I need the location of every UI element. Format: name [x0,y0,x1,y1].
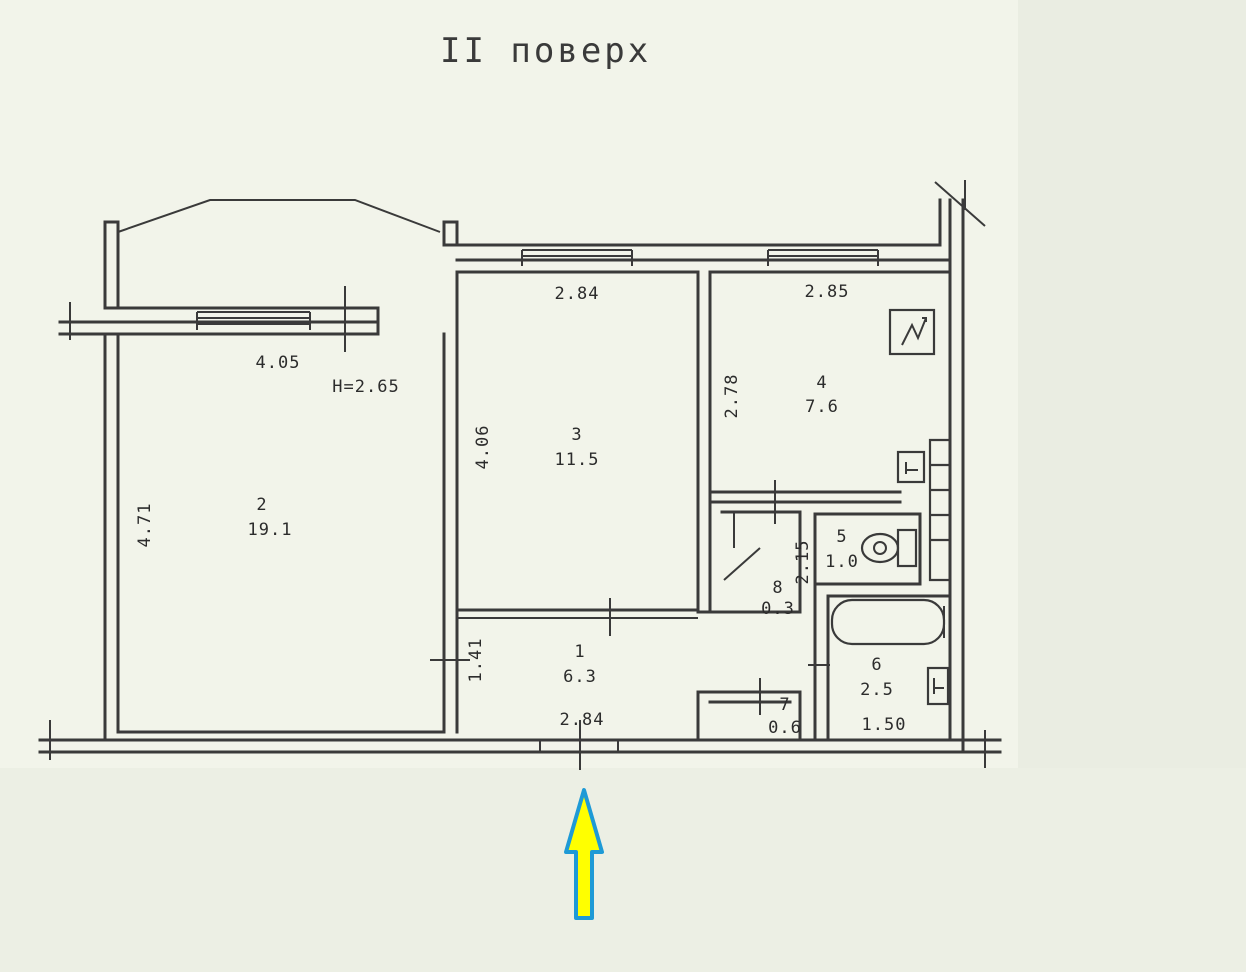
bathtub-icon [830,598,946,646]
room-labels: 2 19.1 3 11.5 4 7.6 5 1.0 8 0.3 1 6.3 6 … [248,373,894,738]
dimension-labels: 4.05 H=2.65 4.71 2.84 4.06 2.85 2.78 2.1… [135,282,907,735]
room-8-area: 0.3 [761,599,795,619]
room-2-depth: 4.71 [135,503,155,548]
room-4-width: 2.85 [805,282,850,302]
room-3-number: 3 [571,425,582,445]
room-1-width: 2.84 [560,710,605,730]
room-4-number: 4 [816,373,827,393]
room-2-number: 2 [256,495,267,515]
ceiling-height: H=2.65 [332,377,399,397]
entrance-arrow-icon [564,788,604,920]
room-2-area: 19.1 [248,520,293,540]
room-7-area: 0.6 [768,718,802,738]
room-6-area: 2.5 [860,680,894,700]
room-2-width: 4.05 [256,353,301,373]
right-background [1018,0,1246,768]
room-4-area: 7.6 [805,397,839,417]
room-3-width: 2.84 [555,284,600,304]
room-4-depth: 2.78 [722,374,742,419]
paper-sheet [0,0,1018,768]
room-8-number: 8 [772,578,783,598]
room-1-depth: 1.41 [466,638,486,683]
room-1-area: 6.3 [563,667,597,687]
room-5-number: 5 [836,527,847,547]
ventilation-icon [926,666,950,706]
room-3-area: 11.5 [555,450,600,470]
page-title: II поверх [440,31,651,71]
room-6-width: 1.50 [862,715,907,735]
interior-walls [49,180,986,770]
fixtures [830,308,952,706]
toilet-icon [860,528,918,568]
room-1-number: 1 [574,642,585,662]
electric-panel-icon [888,308,936,356]
room-7-number: 7 [779,695,790,715]
wc-depth: 2.15 [793,540,813,585]
stove-icon [896,450,926,484]
room-6-number: 6 [871,655,882,675]
room-3-depth: 4.06 [473,425,493,470]
lower-background [0,768,1246,972]
room-5-area: 1.0 [825,552,859,572]
